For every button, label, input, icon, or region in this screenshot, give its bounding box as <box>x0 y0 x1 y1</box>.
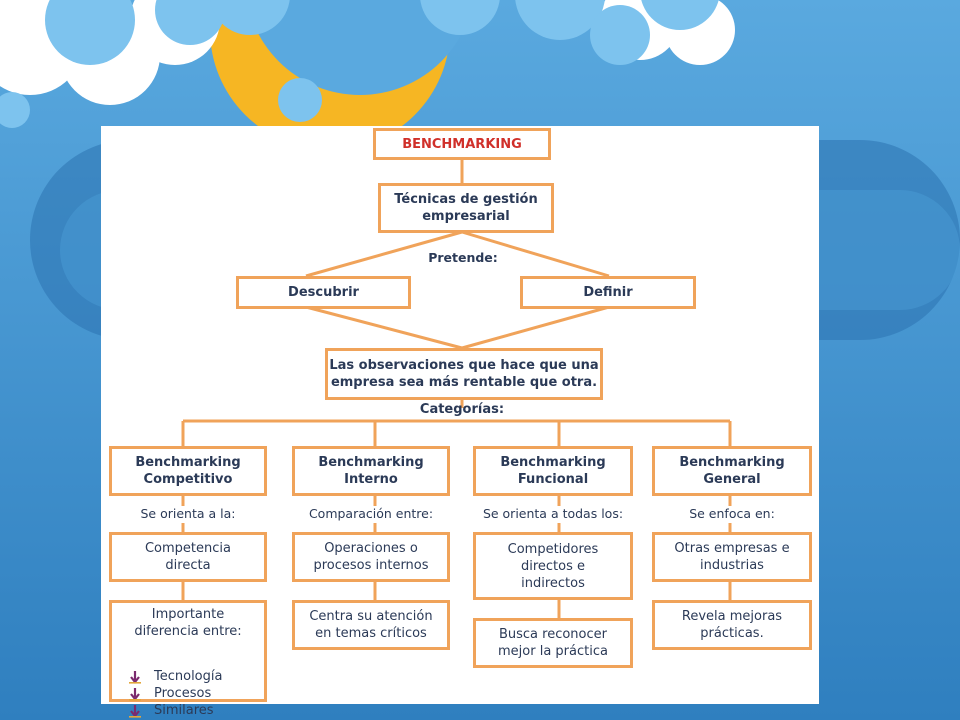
operaciones-box: Operaciones o procesos internos <box>292 532 450 582</box>
down-arrow-icon <box>129 704 141 718</box>
descubrir-box: Descubrir <box>236 276 411 309</box>
observaciones-box: Las observaciones que hace que una empre… <box>325 348 603 400</box>
root-box-benchmarking: BENCHMARKING <box>373 128 551 160</box>
category-title-general: Benchmarking General <box>652 446 812 496</box>
busca-reconocer-box: Busca reconocer mejor la práctica <box>473 618 633 668</box>
category-title-competitivo: Benchmarking Competitivo <box>109 446 267 496</box>
category-title-funcional: Benchmarking Funcional <box>473 446 633 496</box>
centra-atencion-box: Centra su atención en temas críticos <box>292 600 450 650</box>
list-item: Similares <box>128 702 222 719</box>
list-item-label: Similares <box>154 703 214 718</box>
list-item: Procesos <box>128 685 222 702</box>
categorias-label: Categorías: <box>419 402 505 417</box>
connector-label-interno: Comparación entre: <box>308 506 434 521</box>
connector-label-competitivo: Se orienta a la: <box>140 506 236 521</box>
competencia-directa-box: Competencia directa <box>109 532 267 582</box>
connector-lines <box>181 158 732 618</box>
definir-box: Definir <box>520 276 696 309</box>
competidores-box: Competidores directos e indirectos <box>473 532 633 600</box>
diferencias-list: Tecnología Procesos Similares <box>128 668 222 719</box>
category-title-interno: Benchmarking Interno <box>292 446 450 496</box>
pretende-label: Pretende: <box>428 250 498 265</box>
list-item: Tecnología <box>128 668 222 685</box>
down-arrow-icon <box>129 670 141 684</box>
tecnicas-gestion-box: Técnicas de gestión empresarial <box>378 183 554 233</box>
list-item-label: Tecnología <box>154 669 223 684</box>
connector-label-general: Se enfoca en: <box>689 506 775 521</box>
list-item-label: Procesos <box>154 686 212 701</box>
importante-diferencia-box: Importante diferencia entre: <box>109 600 267 702</box>
revela-mejoras-box: Revela mejoras prácticas. <box>652 600 812 650</box>
down-arrow-icon <box>129 687 141 701</box>
importante-diferencia-text: Importante diferencia entre: <box>134 607 242 639</box>
diagram-panel: BENCHMARKING Técnicas de gestión empresa… <box>101 126 819 718</box>
connector-label-funcional: Se orienta a todas los: <box>482 506 624 521</box>
otras-empresas-box: Otras empresas e industrias <box>652 532 812 582</box>
